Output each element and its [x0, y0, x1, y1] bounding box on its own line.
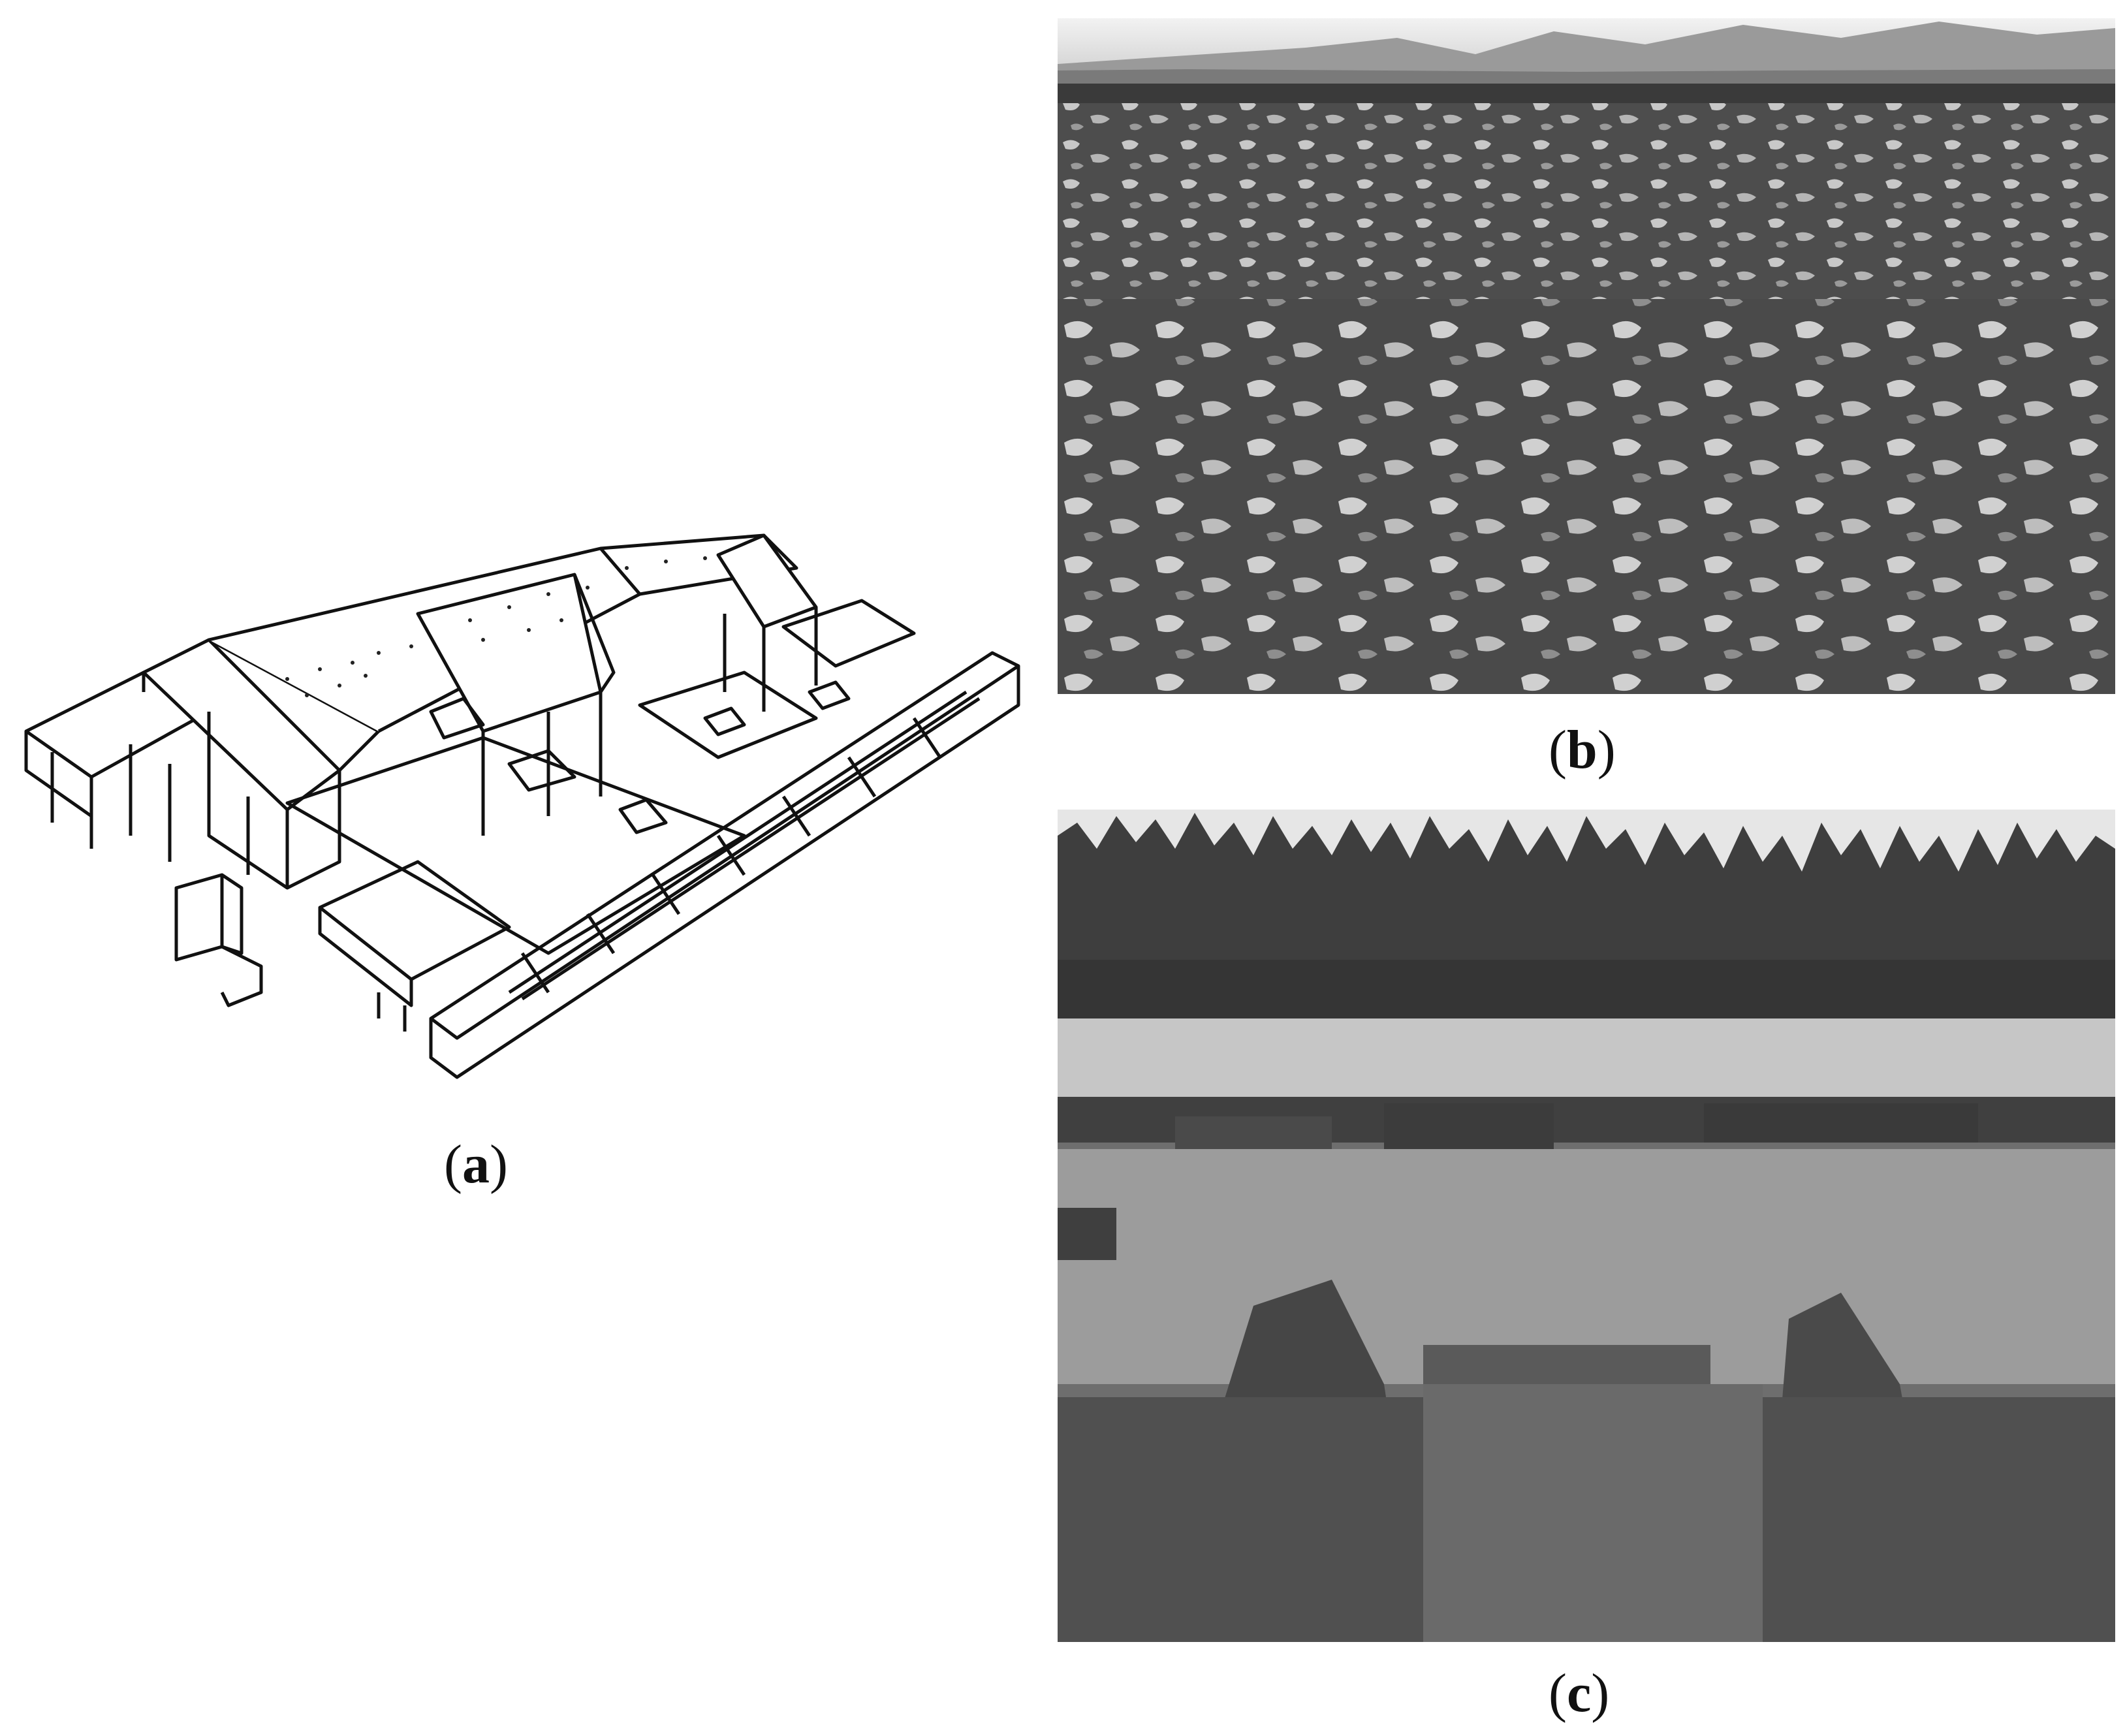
panel-a-caption: (a) — [444, 1134, 508, 1195]
excavation-site-photo — [1058, 810, 2115, 1642]
field-with-mountains-photo — [1058, 18, 2115, 694]
panel-b-photo — [1058, 18, 2115, 694]
panel-c-label: c — [1566, 1663, 1592, 1724]
panel-a-drawing — [13, 496, 1031, 1123]
panel-c-caption: (c) — [1549, 1663, 1610, 1724]
panel-c-photo — [1058, 810, 2115, 1642]
panel-b-caption: (b) — [1549, 719, 1616, 780]
panel-b-label: b — [1566, 719, 1598, 780]
panel-a-label: a — [462, 1134, 490, 1195]
courtyard-compound-illustration — [24, 533, 1020, 1079]
